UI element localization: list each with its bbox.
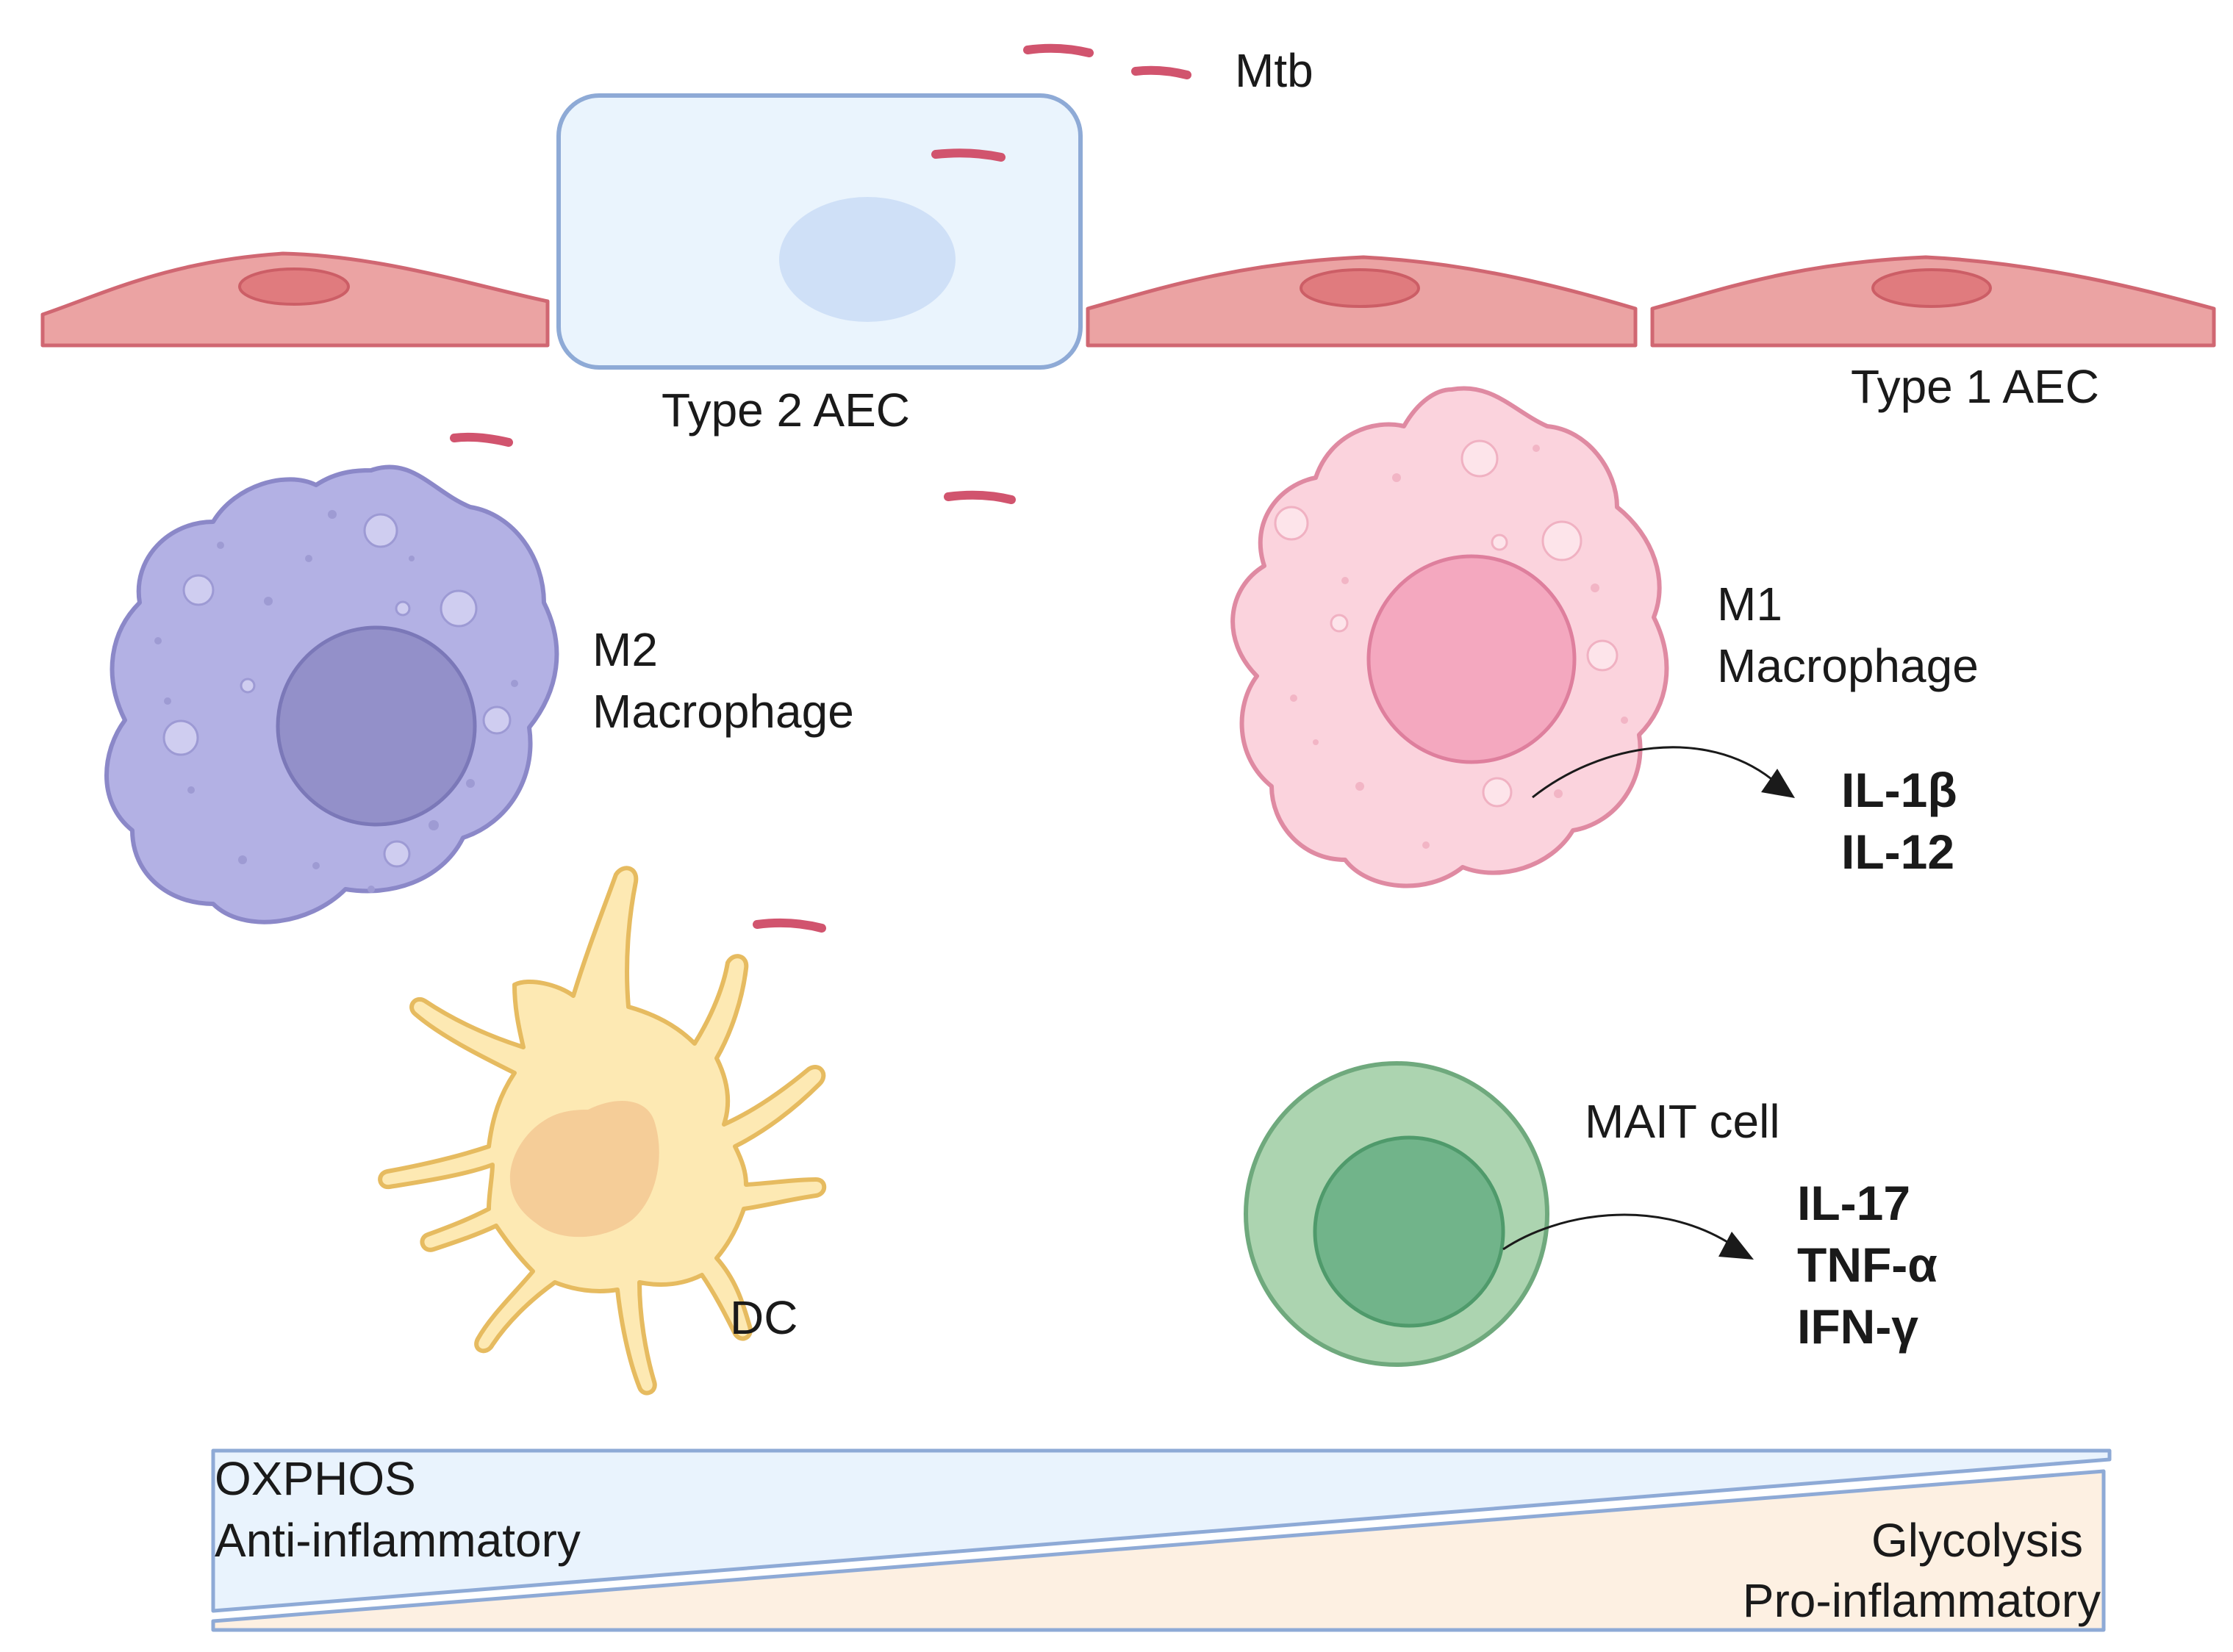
type2-aec-nucleus bbox=[779, 197, 956, 322]
m1-cytokine-arrow bbox=[1532, 746, 1772, 799]
mait-cytokine: IFN-γ bbox=[1797, 1299, 1918, 1354]
type1-aec-cell-left bbox=[40, 251, 550, 348]
m2-nucleus bbox=[276, 625, 477, 827]
mtb-bacterium bbox=[944, 490, 1016, 504]
mait-cell bbox=[1244, 1061, 1549, 1367]
mtb-bacterium bbox=[1131, 65, 1191, 79]
mait-arrowhead bbox=[1718, 1232, 1754, 1260]
type1-aec-nucleus-right bbox=[1871, 268, 1992, 308]
pro-inflammatory-label: Pro-inflammatory bbox=[1743, 1574, 2101, 1627]
mait-cytokine-arrow bbox=[1502, 1213, 1728, 1251]
mtb-bacterium bbox=[931, 148, 1006, 162]
mtb-label: Mtb bbox=[1235, 44, 1313, 97]
metabolic-gradient-bar bbox=[211, 1448, 2112, 1632]
m2-macrophage-label-line1: M2 bbox=[592, 623, 658, 676]
type1-aec-cell-right bbox=[1650, 255, 2216, 348]
type1-aec-label: Type 1 AEC bbox=[1851, 360, 2099, 413]
mait-cell-label: MAIT cell bbox=[1585, 1095, 1780, 1148]
mait-cytokine: TNF-α bbox=[1797, 1238, 1938, 1292]
m1-nucleus bbox=[1366, 554, 1577, 764]
m2-macrophage-label-line2: Macrophage bbox=[592, 685, 854, 738]
mtb-bacterium bbox=[753, 918, 826, 933]
oxphos-wedge bbox=[211, 1448, 2112, 1613]
dc-nucleus bbox=[509, 1101, 659, 1238]
anti-inflammatory-label: Anti-inflammatory bbox=[215, 1514, 581, 1567]
m2-macrophage bbox=[104, 464, 559, 924]
type1-aec-cell-middle bbox=[1086, 255, 1638, 348]
mait-cytokine: IL-17 bbox=[1797, 1176, 1910, 1230]
mait-nucleus bbox=[1313, 1135, 1505, 1328]
m1-macrophage-label-line1: M1 bbox=[1717, 578, 1782, 631]
dc-label: DC bbox=[730, 1291, 798, 1344]
oxphos-label: OXPHOS bbox=[215, 1452, 416, 1505]
dendritic-cell bbox=[378, 866, 827, 1396]
m1-macrophage-label-line2: Macrophage bbox=[1717, 639, 1979, 692]
m1-macrophage bbox=[1230, 386, 1669, 888]
mtb-bacterium bbox=[1023, 43, 1094, 57]
m1-cytokine: IL-12 bbox=[1841, 825, 1954, 879]
m1-cytokine: IL-1β bbox=[1841, 763, 1957, 817]
type2-aec-cell bbox=[556, 93, 1083, 370]
glycolysis-wedge bbox=[211, 1469, 2106, 1632]
glycolysis-label: Glycolysis bbox=[1871, 1514, 2083, 1567]
type2-aec-label: Type 2 AEC bbox=[662, 384, 910, 437]
type1-aec-nucleus-left bbox=[238, 267, 350, 306]
m1-arrowhead bbox=[1761, 769, 1795, 798]
mtb-bacterium bbox=[450, 432, 513, 447]
type1-aec-nucleus-middle bbox=[1300, 268, 1420, 308]
